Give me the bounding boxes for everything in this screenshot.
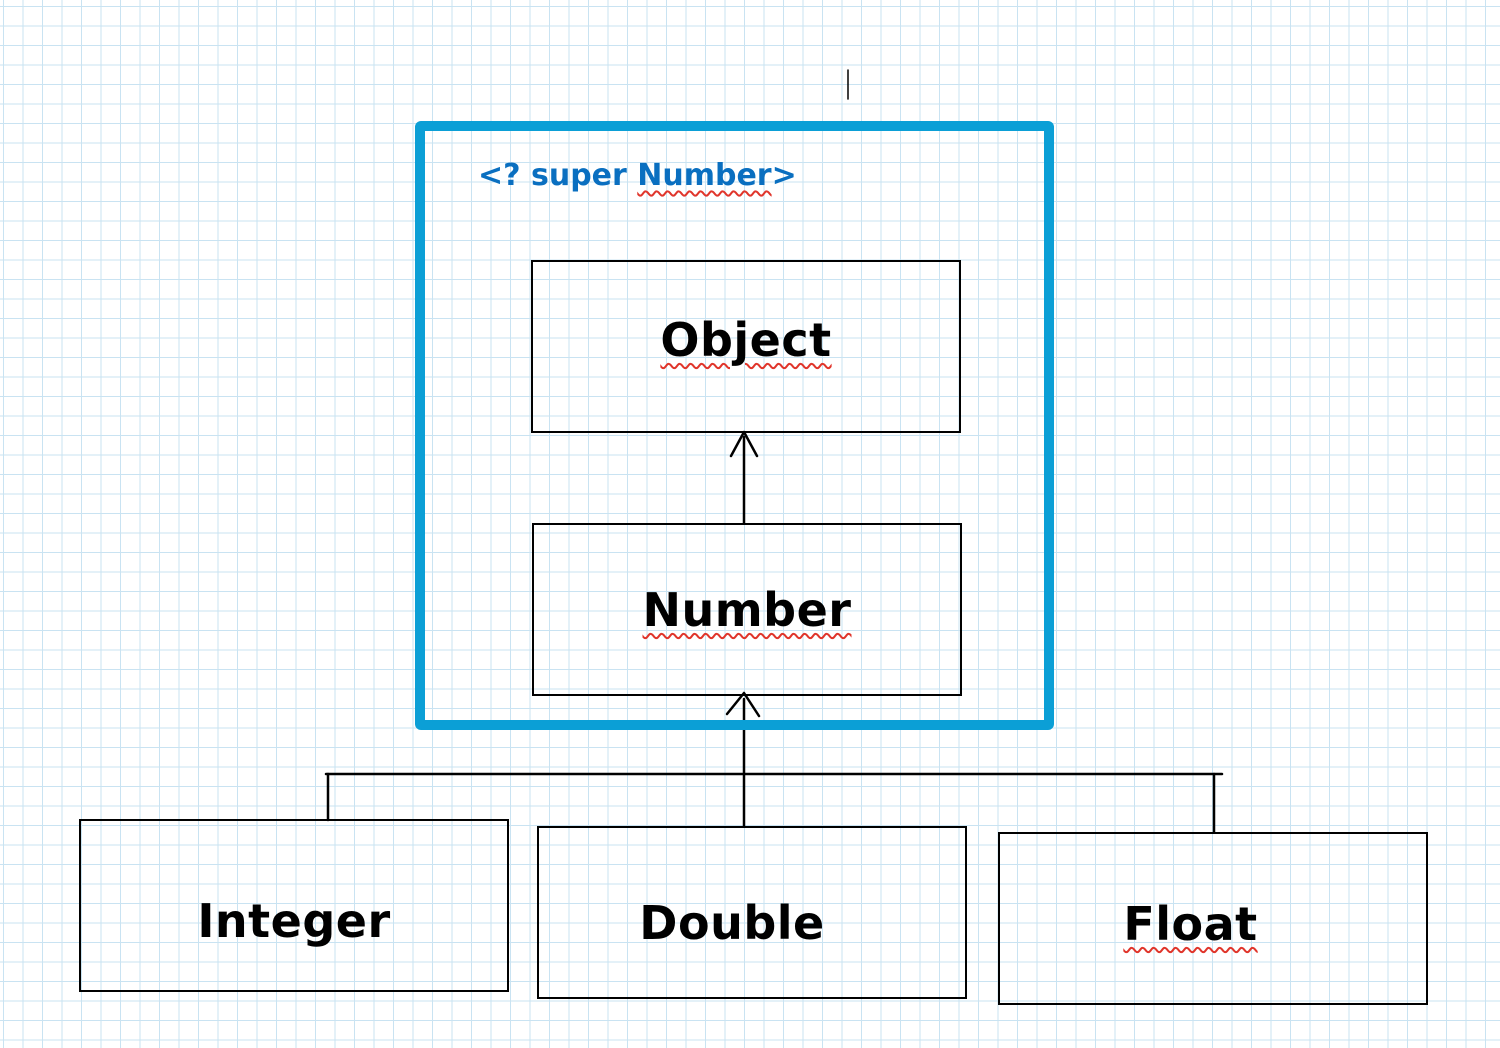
object-class-box: Object [531, 260, 961, 433]
number-class-label: Number [642, 582, 852, 637]
subclasses-to-number-arrowhead [725, 691, 761, 718]
wildcard-prefix: <? super [478, 158, 638, 193]
number-class-box: Number [532, 523, 962, 696]
wildcard-scope-frame [415, 121, 1054, 730]
wildcard-label: <? super Number> [478, 158, 797, 193]
wildcard-suffix: > [771, 158, 797, 193]
double-class-label: Double [639, 895, 825, 950]
float-class-label: Float [1123, 896, 1258, 951]
integer-class-box: Integer [79, 819, 509, 992]
float-class-box: Float [998, 832, 1428, 1005]
wildcard-bound-word: Number [637, 158, 772, 193]
object-class-label: Object [660, 312, 832, 367]
integer-class-label: Integer [197, 893, 391, 948]
double-class-box: Double [537, 826, 967, 999]
